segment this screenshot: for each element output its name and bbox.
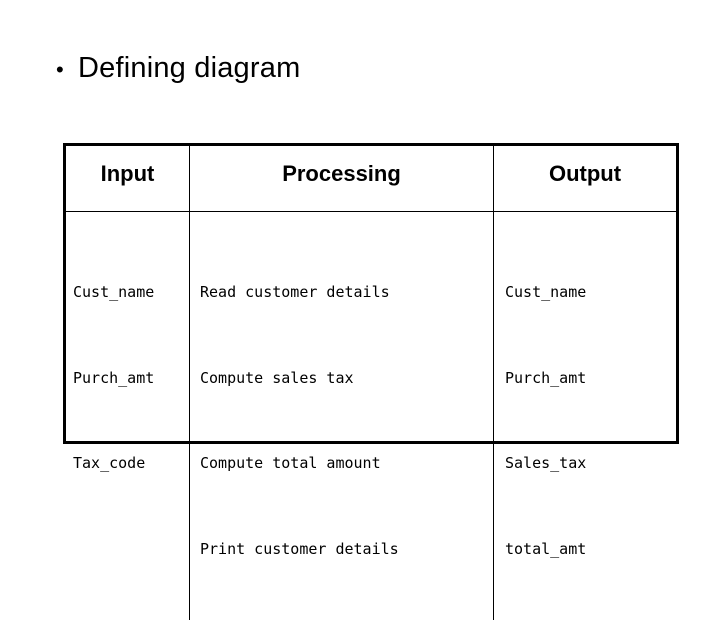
bullet-icon: • — [56, 57, 64, 82]
list-item: Purch_amt — [73, 368, 155, 387]
slide-title-text: Defining diagram — [78, 52, 301, 84]
page-title: • Defining diagram — [56, 48, 300, 90]
output-items-list: Cust_name Purch_amt Sales_tax total_amt — [494, 212, 676, 620]
table-cell-output: Cust_name Purch_amt Sales_tax total_amt — [494, 212, 676, 620]
list-item: Tax_code — [73, 454, 146, 472]
column-header-processing: Processing — [189, 146, 494, 211]
list-item: Purch_amt — [505, 368, 587, 387]
defining-diagram-table: Input Processing Output Cust_name Purch_… — [63, 143, 679, 620]
column-header-input: Input — [100, 160, 155, 186]
list-item: Print customer details — [200, 539, 399, 558]
list-item: total_amt — [505, 539, 587, 558]
list-item: Read customer details — [200, 283, 390, 301]
list-item: Cust_name — [73, 283, 155, 301]
table-body-row: Cust_name Purch_amt Tax_code Read custom… — [66, 212, 676, 620]
column-header-output: Output — [548, 160, 622, 186]
processing-items-list: Read customer details Compute sales tax … — [190, 212, 493, 620]
table-header-row: Input Processing Output — [66, 146, 676, 212]
table-cell-processing: Read customer details Compute sales tax … — [189, 212, 494, 620]
list-item: Compute total amount — [200, 454, 381, 472]
list-item: Cust_name — [505, 283, 587, 301]
input-items-list: Cust_name Purch_amt Tax_code — [66, 212, 189, 535]
list-item: Compute sales tax — [200, 368, 354, 387]
list-item: Sales_tax — [505, 454, 587, 472]
table-cell-input: Cust_name Purch_amt Tax_code — [66, 212, 189, 620]
